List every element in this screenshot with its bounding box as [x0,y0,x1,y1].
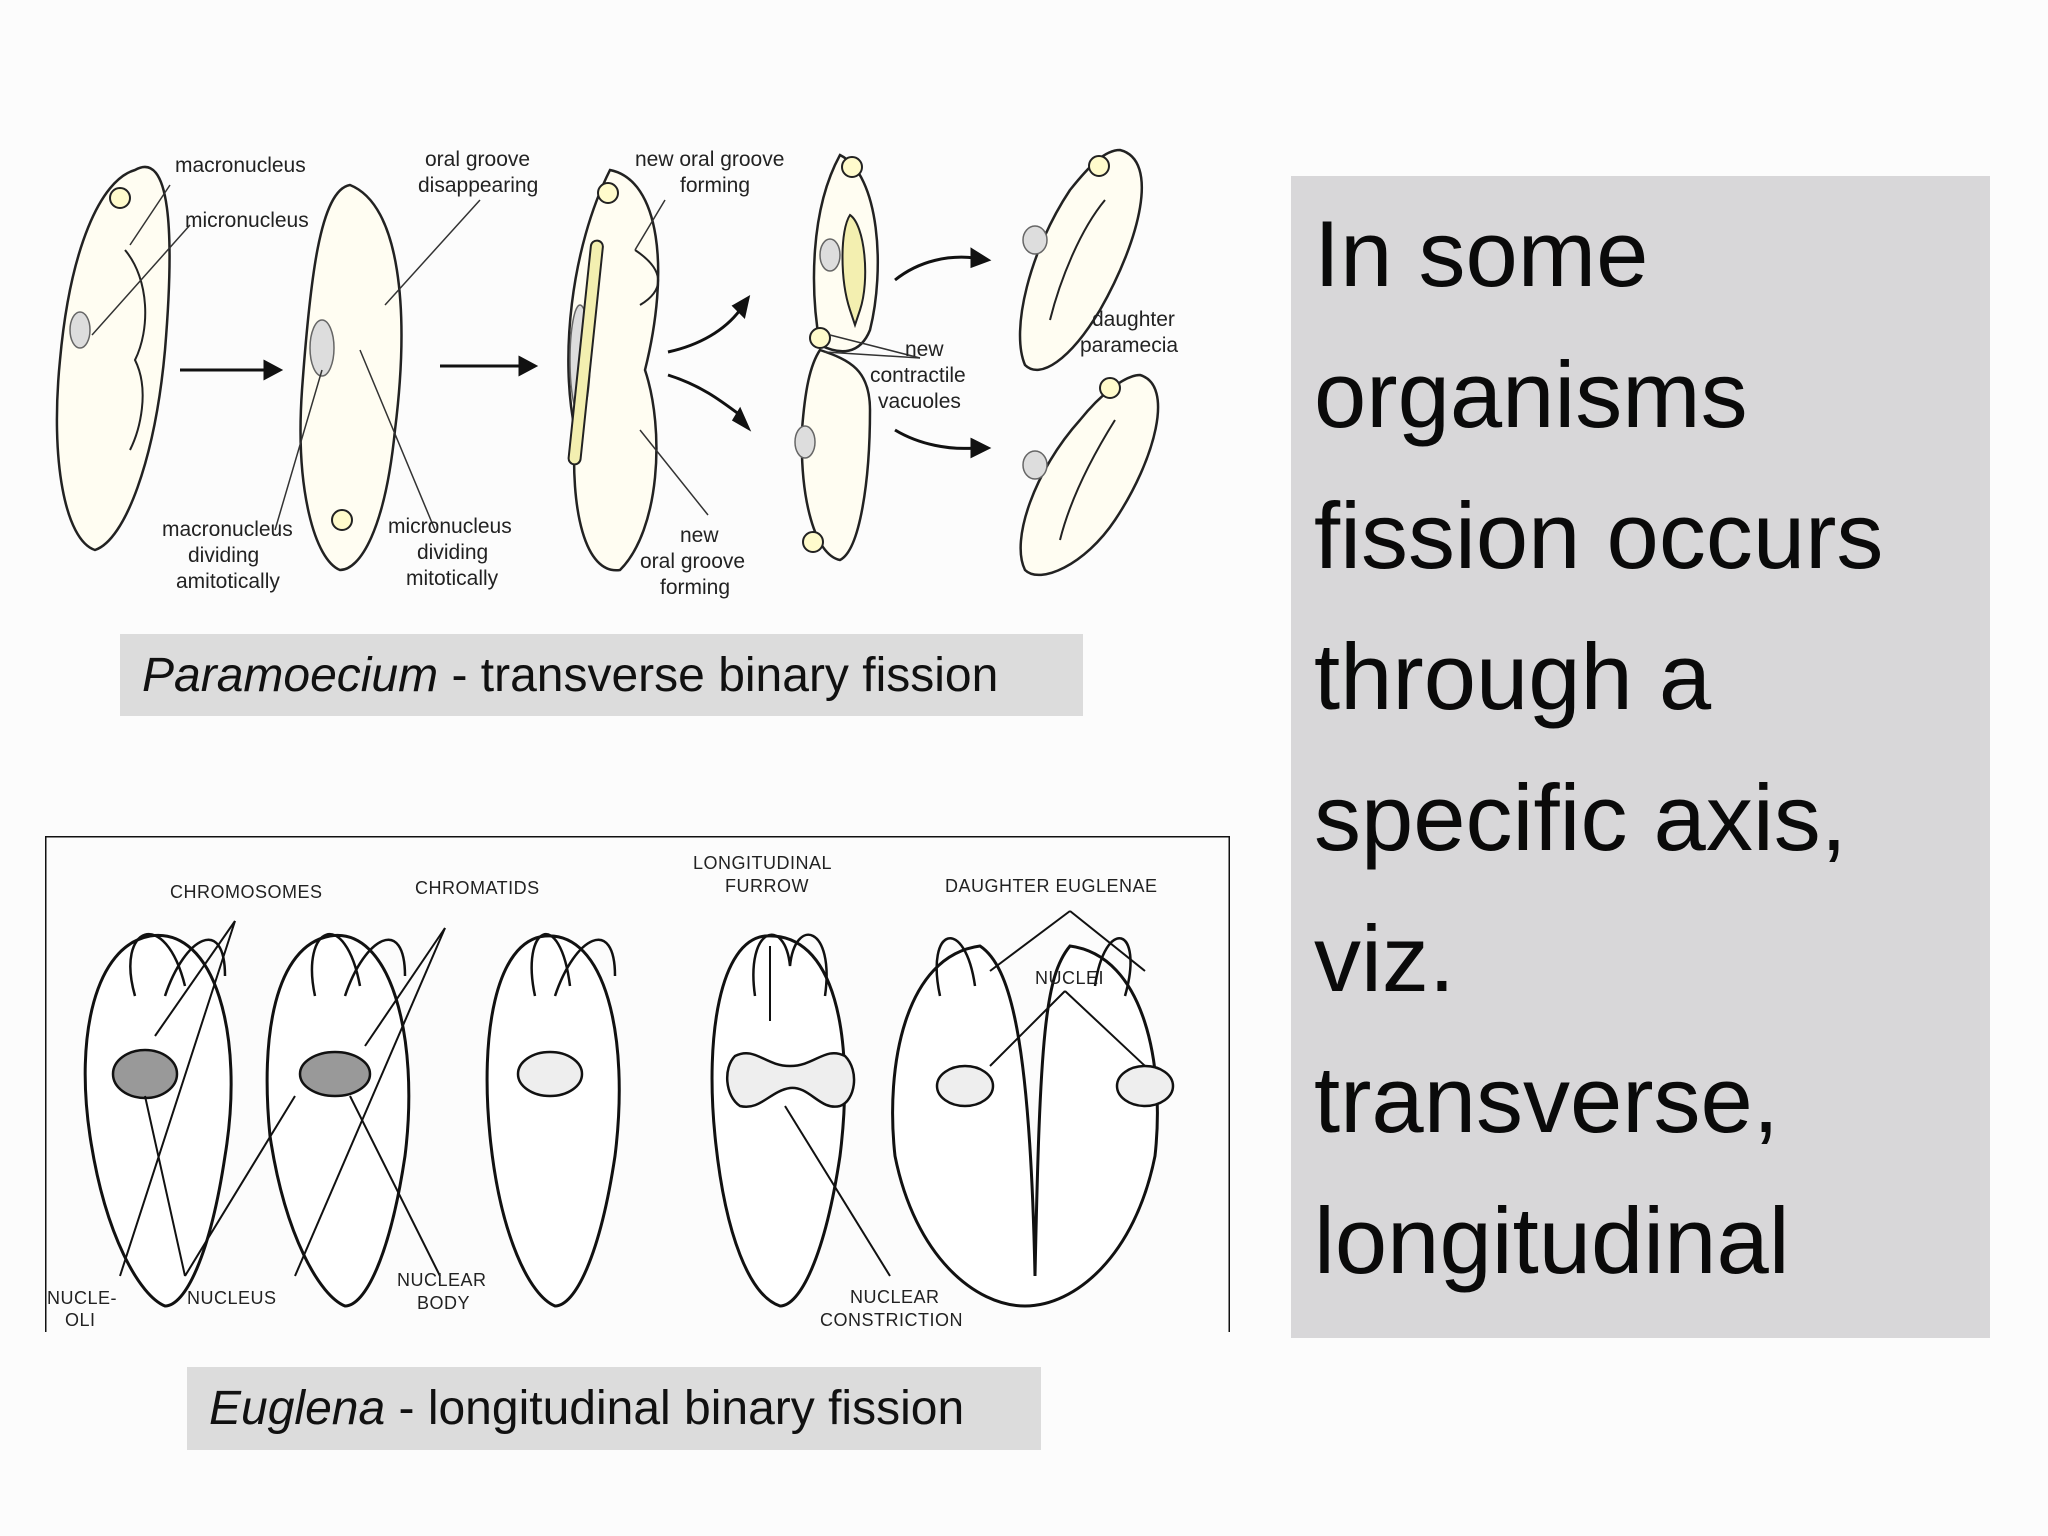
label-chromosomes: CHROMOSOMES [170,882,323,902]
paramecium-cell [800,348,872,562]
panel-text-line: through a [1314,624,1712,729]
euglena-cell [83,933,233,1308]
label-micronucleus-dividing: mitotically [406,567,499,590]
label-micronucleus-dividing: micronucleus [388,515,512,538]
label-new-oral-groove: forming [680,174,750,197]
label-nucleoli: OLI [65,1310,96,1330]
label-macronucleus-dividing: macronucleus [162,518,293,541]
paramecium-fission-diagram: macronucleus micronucleus oral groove di… [55,148,1178,599]
caption-genus: Paramoecium [142,648,439,702]
panel-text-line: fission occurs [1314,483,1884,588]
panel-text-line: organisms [1314,342,1748,447]
label-oral-groove: disappearing [418,174,538,197]
euglena-cell [710,934,847,1308]
paramecium-cell [55,165,171,552]
label-new-oral-groove-forming: new [680,524,719,547]
label-new-oral-groove-forming: forming [660,576,730,599]
label-chromatids: CHROMATIDS [415,878,540,898]
label-new-oral-groove: new oral groove [635,148,784,171]
panel-text-line: specific axis, [1314,765,1847,870]
label-longitudinal-furrow: LONGITUDINAL [693,853,832,873]
panel-text-line: transverse, [1314,1047,1779,1152]
label-micronucleus-dividing: dividing [417,541,488,564]
label-daughter-paramecia: daughter [1092,308,1175,331]
label-macronucleus-dividing: dividing [188,544,259,567]
label-macronucleus-dividing: amitotically [176,570,280,593]
label-nuclear-constriction: CONSTRICTION [820,1310,963,1330]
label-micronucleus: micronucleus [185,209,309,232]
label-daughter-euglenae: DAUGHTER EUGLENAE [945,876,1158,896]
euglena-cell [265,933,411,1308]
paramecium-cell [299,183,403,572]
label-new-contractile-vacuoles: vacuoles [878,390,961,413]
panel-text-line: viz. [1314,906,1455,1011]
label-longitudinal-furrow: FURROW [725,876,809,896]
label-new-contractile-vacuoles: contractile [870,364,966,387]
fission-explanation-panel: In some organisms fission occurs through… [1291,176,1990,1338]
label-new-oral-groove-forming: oral groove [640,550,745,573]
panel-text-line: longitudinal [1314,1188,1790,1293]
caption-text: - longitudinal binary fission [385,1382,965,1435]
euglena-cell [485,934,621,1308]
label-new-contractile-vacuoles: new [905,338,944,361]
label-daughter-paramecia: paramecia [1080,334,1178,357]
caption-text: - transverse binary fission [438,648,999,702]
label-macronucleus: macronucleus [175,154,306,177]
label-nucleoli: NUCLE- [47,1288,117,1308]
caption-genus: Euglena [209,1382,386,1435]
label-oral-groove: oral groove [425,148,530,171]
euglena-caption: Euglena - longitudinal binary fission [187,1367,1041,1450]
paramecium-caption: Paramoecium - transverse binary fission [120,634,1083,716]
euglena-fission-diagram: CHROMOSOMES CHROMATIDS LONGITUDINAL FURR… [45,836,1230,1332]
label-nuclei: NUCLEI [1035,968,1104,988]
paramecium-cell [1019,373,1160,577]
label-nuclear-body: BODY [417,1293,470,1313]
label-nucleus: NUCLEUS [187,1288,277,1308]
label-nuclear-body: NUCLEAR [397,1270,487,1290]
euglena-cell [891,944,1159,1308]
label-nuclear-constriction: NUCLEAR [850,1287,940,1307]
panel-text-line: In some [1314,201,1649,306]
